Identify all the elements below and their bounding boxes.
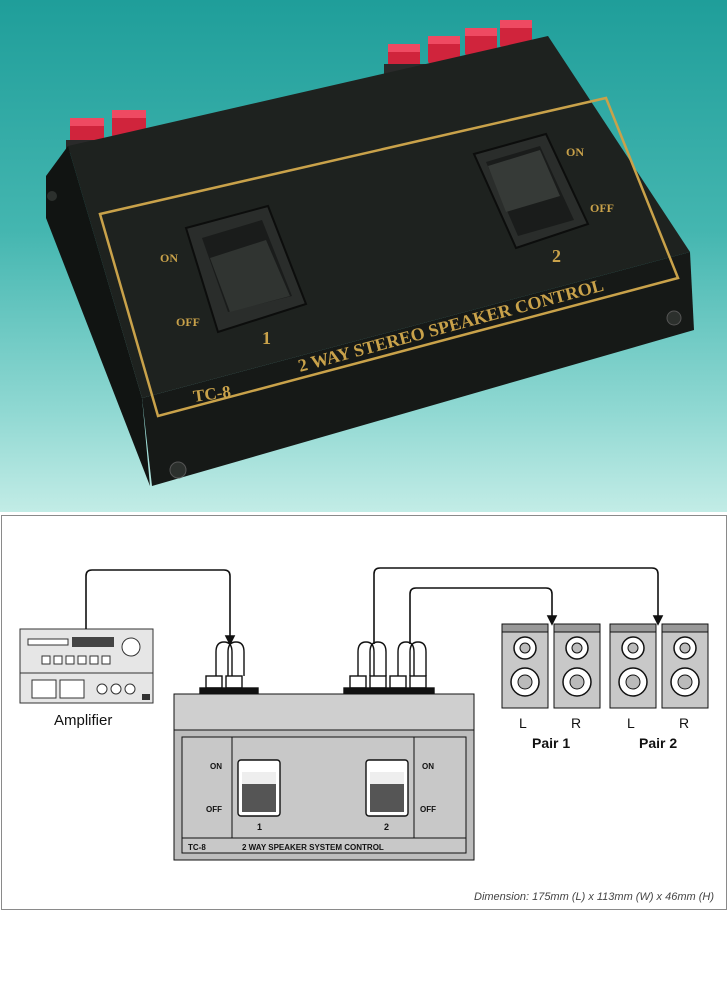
amplifier-wire xyxy=(85,569,236,646)
input-terminals xyxy=(199,641,259,695)
speaker-icon-pair-1-right xyxy=(553,623,601,709)
diagram-model-label: TC-8 xyxy=(188,843,206,852)
rocker-switch-2[interactable] xyxy=(472,132,590,250)
switch-2-off-label: OFF xyxy=(590,201,614,215)
output-terminals xyxy=(343,641,435,695)
control-box xyxy=(173,693,475,861)
diagram-switch-1-on-label: ON xyxy=(210,762,222,771)
pair-1-label: Pair 1 xyxy=(532,735,570,751)
screw-icon xyxy=(666,310,682,326)
speaker-selector-photo: ON OFF 1 ON OFF 2 TC-8 2 WAY STEREO SPEA… xyxy=(46,20,694,486)
speaker-icon-pair-2-right xyxy=(661,623,709,709)
diagram-switch-1-off-label: OFF xyxy=(206,805,222,814)
diagram-switch-2-off-label: OFF xyxy=(420,805,436,814)
pair-2-left-label: L xyxy=(627,715,635,731)
wiring-diagram: Amplifier xyxy=(1,515,727,910)
dimension-note: Dimension: 175mm (L) x 113mm (W) x 46mm … xyxy=(474,891,714,903)
diagram-switch-2-on-label: ON xyxy=(422,762,434,771)
panel-border xyxy=(98,96,680,418)
screw-icon xyxy=(169,461,187,479)
enclosure-left-side xyxy=(46,146,150,486)
switch-1-on-label: ON xyxy=(160,251,178,265)
product-photo: ON OFF 1 ON OFF 2 TC-8 2 WAY STEREO SPEA… xyxy=(0,0,727,512)
switch-1-off-label: OFF xyxy=(176,315,200,329)
diagram-switch-1-number: 1 xyxy=(257,822,262,832)
pair-2-right-label: R xyxy=(679,715,689,731)
speaker-icon-pair-1-left xyxy=(501,623,549,709)
switch-2-on-label: ON xyxy=(566,145,584,159)
rocker-switch-1[interactable] xyxy=(184,204,308,334)
diagram-box-title: 2 WAY SPEAKER SYSTEM CONTROL xyxy=(242,843,384,852)
output-wire-pair-2 xyxy=(373,567,664,644)
diagram-rocker-switch-1[interactable] xyxy=(237,759,281,817)
amplifier-icon xyxy=(19,628,154,704)
screw-icon xyxy=(47,191,57,201)
switch-1-number: 1 xyxy=(262,328,271,348)
diagram-rocker-switch-2[interactable] xyxy=(365,759,409,817)
pair-1-left-label: L xyxy=(519,715,527,731)
pair-1-right-label: R xyxy=(571,715,581,731)
speaker-icon-pair-2-left xyxy=(609,623,657,709)
switch-2-number: 2 xyxy=(552,246,561,266)
pair-2-label: Pair 2 xyxy=(639,735,677,751)
diagram-switch-2-number: 2 xyxy=(384,822,389,832)
wiring-diagram-canvas: Amplifier xyxy=(19,567,709,861)
output-wire-pair-1 xyxy=(409,587,558,644)
amplifier-label: Amplifier xyxy=(54,712,112,729)
